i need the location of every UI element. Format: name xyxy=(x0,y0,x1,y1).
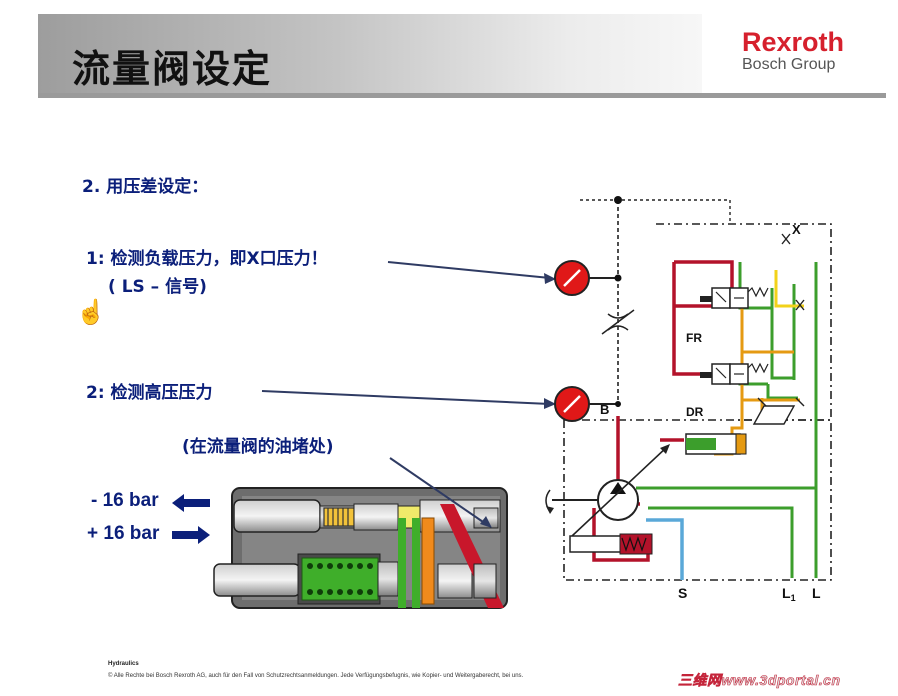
port-l-label: L xyxy=(812,585,821,601)
plus-bar-label: + 16 bar xyxy=(87,523,160,544)
page-title: 流量阀设定 xyxy=(72,47,273,91)
port-l1-label: L1 xyxy=(782,585,796,603)
header-divider xyxy=(38,93,886,98)
port-l1-letter: L xyxy=(782,585,791,601)
footer-title: Hydraulics xyxy=(108,661,139,667)
port-b-label: B xyxy=(600,402,609,417)
pressure-gauge-icon xyxy=(554,386,590,422)
port-s-label: S xyxy=(678,585,687,601)
dr-label: DR xyxy=(686,405,704,419)
brand-logo: Rexroth Bosch Group xyxy=(742,28,844,74)
port-l1-subscript: 1 xyxy=(791,593,796,603)
item1-line2: ( LS – 信号) xyxy=(108,277,207,297)
section-heading: 2. 用压差设定： xyxy=(82,177,209,197)
note-label: (在流量阀的油堵处) xyxy=(182,437,334,457)
item2-label: 2: 检测高压压力 xyxy=(86,383,213,403)
brand-subtitle: Bosch Group xyxy=(742,56,836,73)
minus-bar-label: - 16 bar xyxy=(91,490,159,511)
footer-copyright: © Alle Rechte bei Bosch Rexroth AG, auch… xyxy=(108,673,524,679)
header-band xyxy=(38,14,702,94)
hydraulic-schematic: X B FR DR S L1 L xyxy=(545,196,832,603)
fr-label: FR xyxy=(686,331,702,345)
item1-line1: 1: 检测负载压力，即X口压力！ xyxy=(86,249,328,269)
port-x-label: X xyxy=(792,222,801,237)
right-arrow-icon xyxy=(172,526,210,544)
brand-name: Rexroth xyxy=(742,27,845,57)
pressure-gauge-icon xyxy=(554,260,590,296)
left-arrow-icon xyxy=(172,494,210,512)
hand-cursor-icon: ☝ xyxy=(76,299,106,326)
watermark: 三维网www.3dportal.cn xyxy=(678,672,841,689)
valve-cross-section xyxy=(213,487,508,609)
